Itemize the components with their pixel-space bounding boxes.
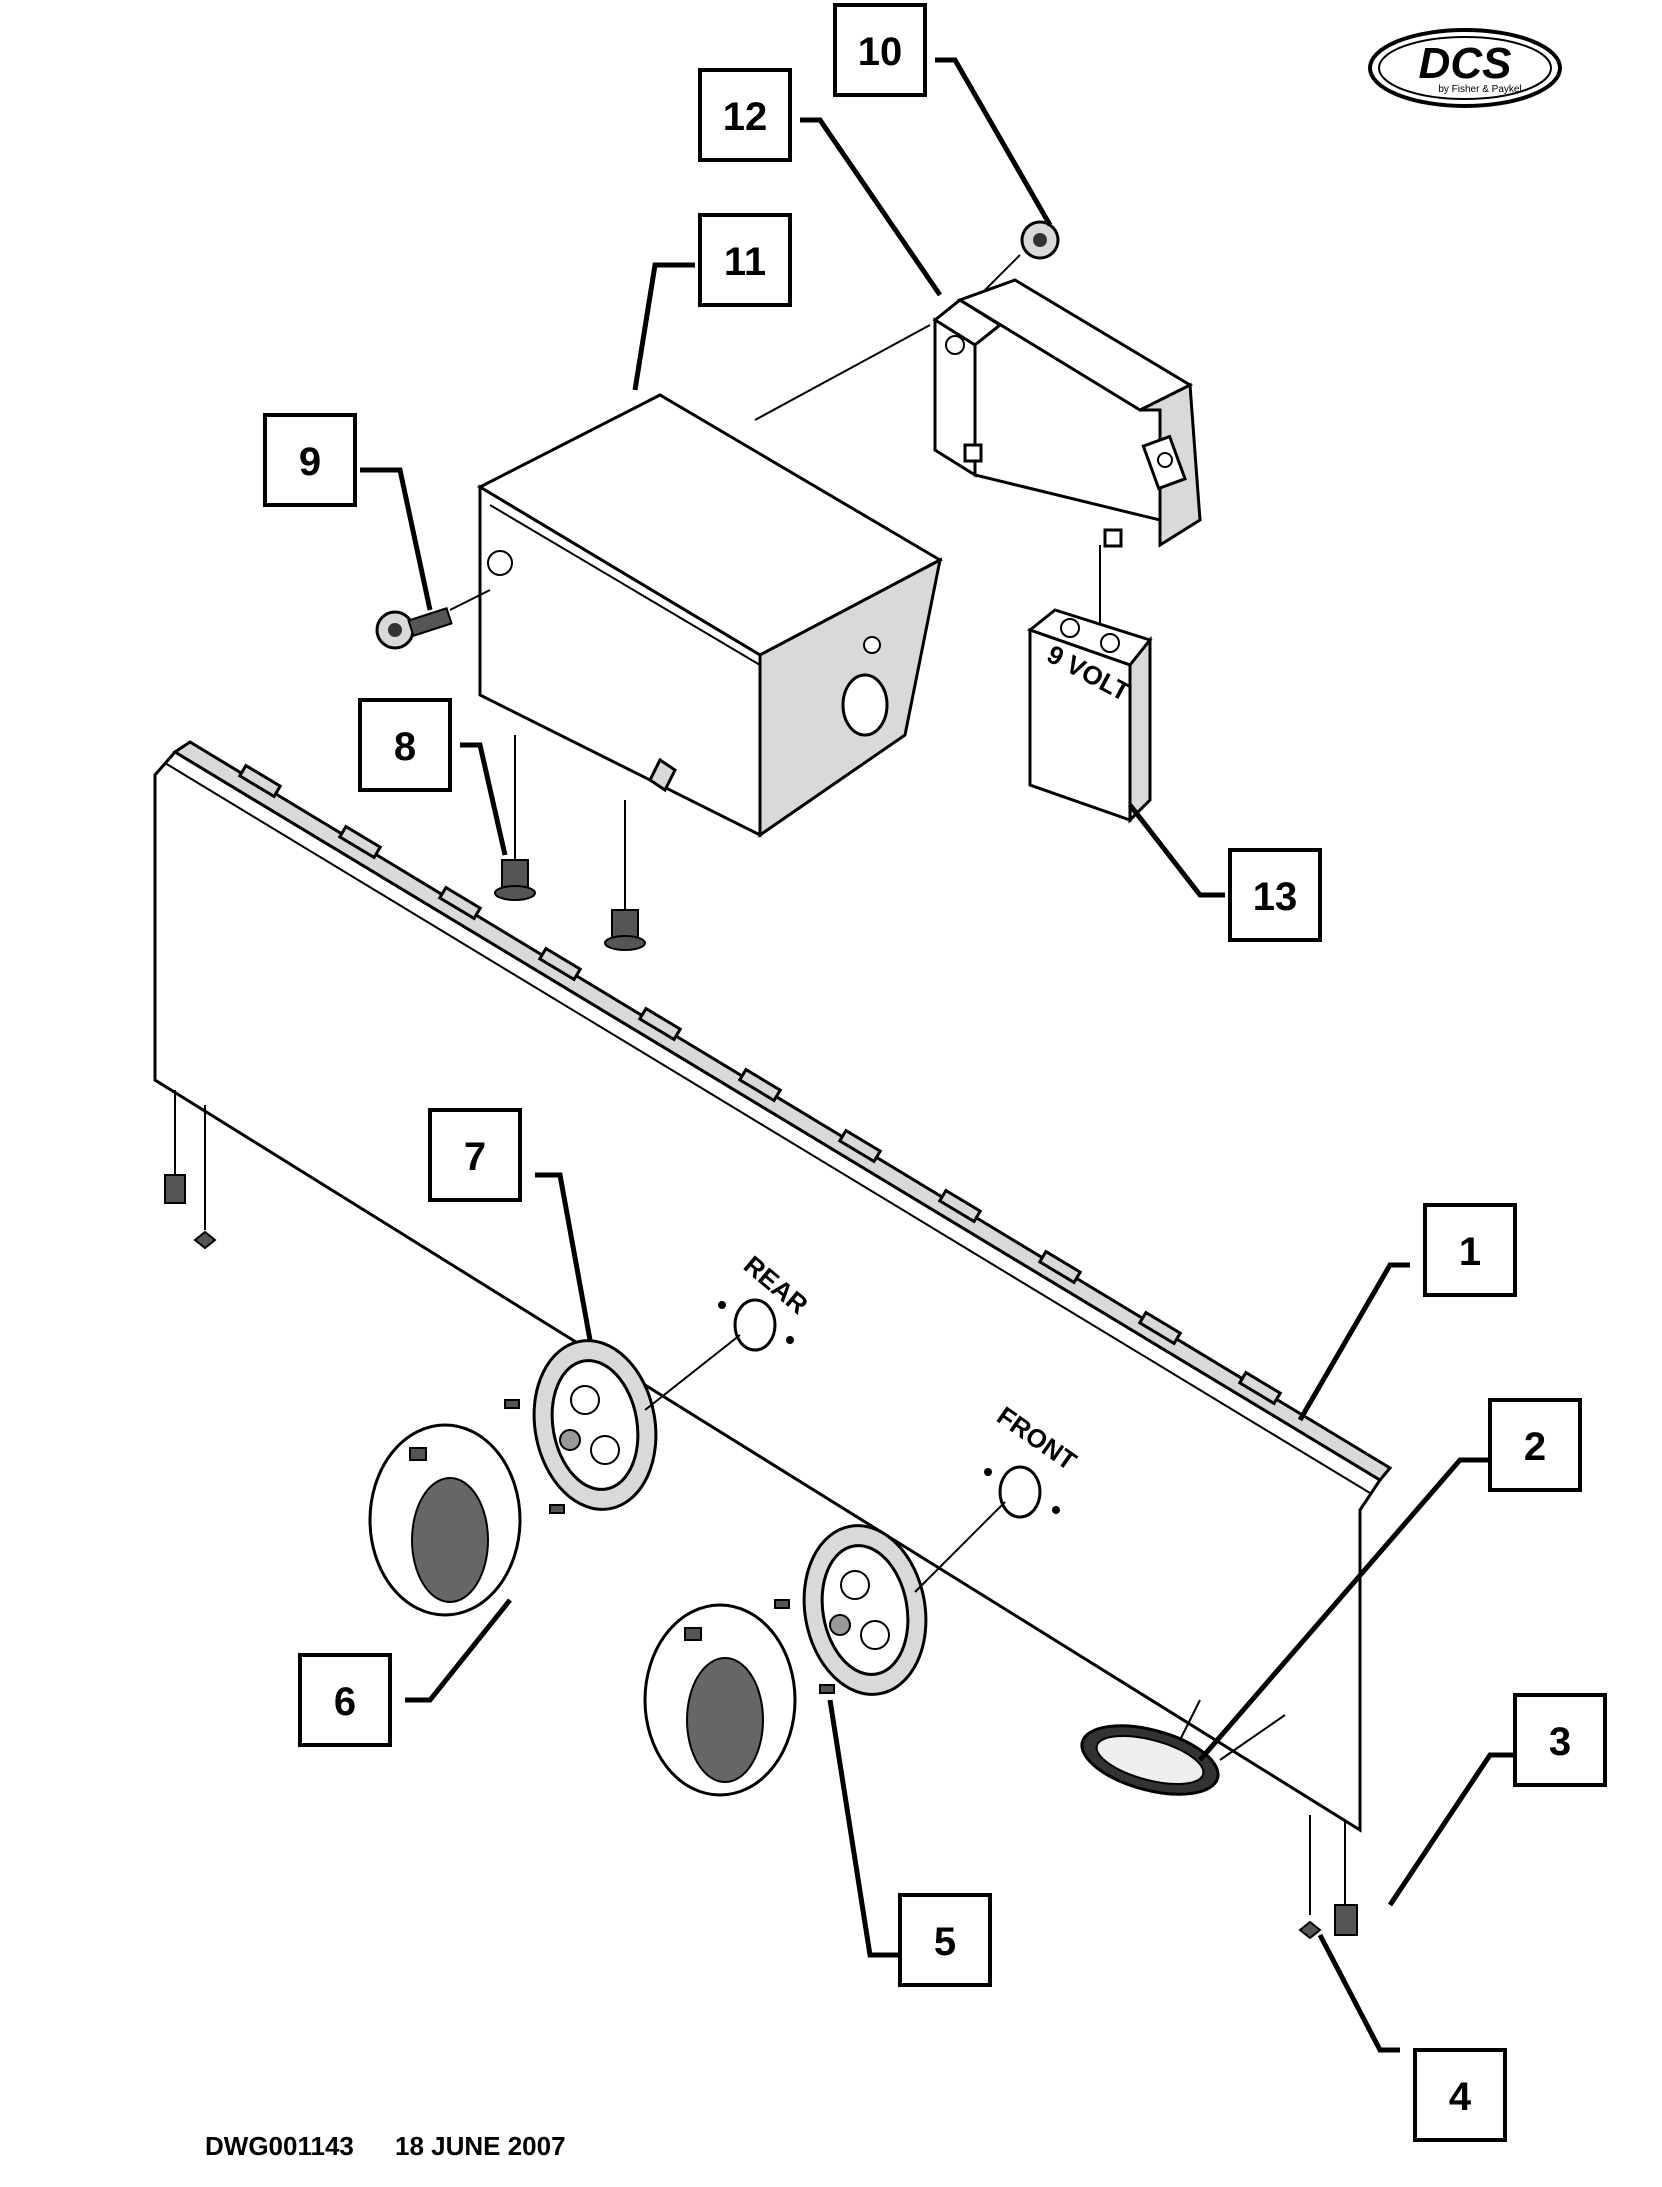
callout-3: 3 <box>1513 1693 1607 1787</box>
callout-12: 12 <box>698 68 792 162</box>
callout-1: 1 <box>1423 1203 1517 1297</box>
rear-bezel <box>504 1334 741 1514</box>
callout-4: 4 <box>1413 2048 1507 2142</box>
callout-5: 5 <box>898 1893 992 1987</box>
callout-7: 7 <box>428 1108 522 1202</box>
ignition-module <box>754 278 1202 548</box>
drawing-number: DWG001143 <box>205 2131 354 2161</box>
callout-7-text: 7 <box>464 1135 486 1179</box>
callout-4-text: 4 <box>1449 2075 1472 2119</box>
callout-10: 10 <box>833 3 927 97</box>
callout-8-text: 8 <box>394 725 416 769</box>
callout-11-text: 11 <box>724 240 766 284</box>
callout-3-text: 3 <box>1549 1720 1571 1764</box>
callout-6-text: 6 <box>334 1680 356 1724</box>
front-knob <box>643 1603 797 1797</box>
callout-9-text: 9 <box>299 440 321 484</box>
rear-knob <box>368 1423 522 1617</box>
control-panel: REAR FRONT <box>153 740 1393 1833</box>
callout-9: 9 <box>263 413 357 507</box>
callout-13: 13 <box>1228 848 1322 942</box>
callout-11: 11 <box>698 213 792 307</box>
panel-screw-left <box>164 1090 217 1250</box>
callout-2: 2 <box>1488 1398 1582 1492</box>
module-nut <box>984 220 1060 291</box>
callout-8: 8 <box>358 698 452 792</box>
module-cover <box>476 393 944 838</box>
logo-brand: DCS <box>1419 39 1512 88</box>
panel-screw-right <box>1298 1815 1358 1940</box>
front-bezel <box>774 1501 1006 1696</box>
cover-screws <box>494 735 646 951</box>
dcs-logo: DCS by Fisher & Paykel <box>1368 28 1562 108</box>
callout-6: 6 <box>298 1653 392 1747</box>
logo-subtitle: by Fisher & Paykel <box>1438 84 1521 95</box>
dcs-badge <box>1080 1699 1286 1796</box>
panel-tabs <box>237 763 1283 1406</box>
callout-1-text: 1 <box>1459 1230 1481 1274</box>
callout-2-text: 2 <box>1524 1425 1546 1469</box>
side-screw <box>375 589 491 650</box>
callout-13-text: 13 <box>1253 875 1298 919</box>
callout-5-text: 5 <box>934 1920 956 1964</box>
leader-lines <box>360 57 1515 2053</box>
battery-9v: 9 VOLT <box>1026 545 1153 824</box>
drawing-date: 18 JUNE 2007 <box>395 2131 566 2161</box>
callout-12-text: 12 <box>723 95 768 139</box>
callout-10-text: 10 <box>858 30 903 74</box>
